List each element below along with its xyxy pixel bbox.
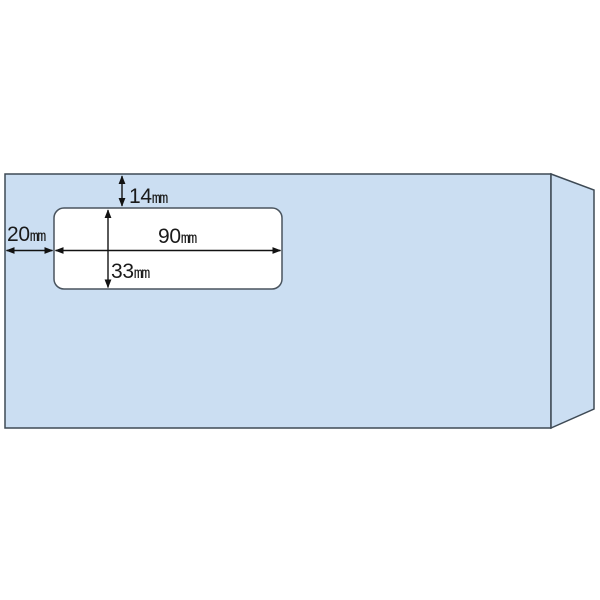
dim-unit: mm [151, 189, 169, 207]
dim-label-window-height: 33mm [111, 260, 151, 283]
dim-unit: mm [180, 229, 198, 247]
dim-value: 90 [158, 225, 181, 248]
envelope [4, 172, 595, 430]
dim-value: 20 [7, 223, 30, 246]
dim-unit: mm [133, 264, 151, 282]
dim-label-left-offset: 20mm [7, 223, 47, 246]
dimension-lines [5, 175, 282, 289]
dim-label-window-width: 90mm [158, 225, 198, 248]
envelope-flap [550, 172, 595, 430]
dim-label-top-offset: 14mm [129, 185, 169, 208]
dim-value: 14 [129, 185, 152, 208]
address-window [53, 207, 283, 290]
dim-unit: mm [29, 227, 47, 245]
dim-value: 33 [111, 260, 134, 283]
